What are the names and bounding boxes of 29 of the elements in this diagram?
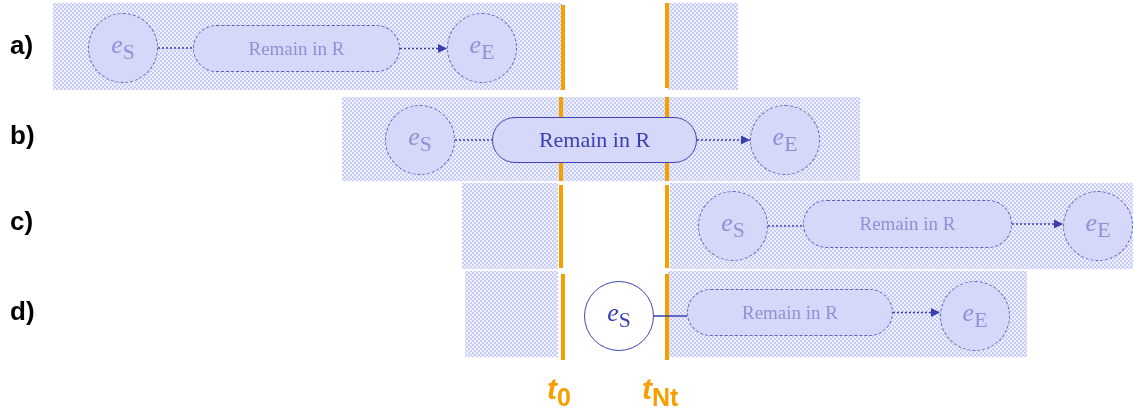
row-label: d)	[10, 296, 35, 327]
state-pill	[803, 200, 1012, 248]
state-pill	[492, 117, 697, 163]
node-label: e$_{E}$	[469, 30, 495, 66]
node-label: e$_{S}$	[607, 298, 631, 334]
node-label: e$_{S}$	[111, 30, 135, 66]
node-label: Remain in R	[538, 127, 651, 153]
arrow	[399, 43, 448, 54]
node-label: e$_{E}$	[1085, 208, 1111, 244]
connector-line	[157, 47, 194, 49]
time-label: t$_{0}$	[547, 372, 571, 412]
time-label: t$_{Nt}$	[642, 372, 679, 412]
row-label: c)	[10, 206, 34, 237]
arrow	[1011, 219, 1064, 229]
node-label: Remain in R	[741, 301, 839, 324]
node-label: Remain in R	[859, 213, 956, 235]
node-label: e$_{E}$	[962, 298, 988, 334]
node-label: e$_{E}$	[772, 122, 798, 158]
row-label: a)	[10, 30, 34, 61]
node-label: Remain in R	[248, 37, 345, 60]
arrow	[696, 135, 751, 145]
state-pill	[687, 289, 893, 336]
connector-line	[653, 315, 688, 317]
arrow	[892, 307, 941, 318]
state-pill	[193, 25, 400, 72]
connector-line	[767, 225, 804, 227]
row-label: b)	[10, 120, 35, 151]
node-label: e$_{S}$	[721, 208, 745, 244]
node-label: e$_{S}$	[408, 122, 432, 158]
